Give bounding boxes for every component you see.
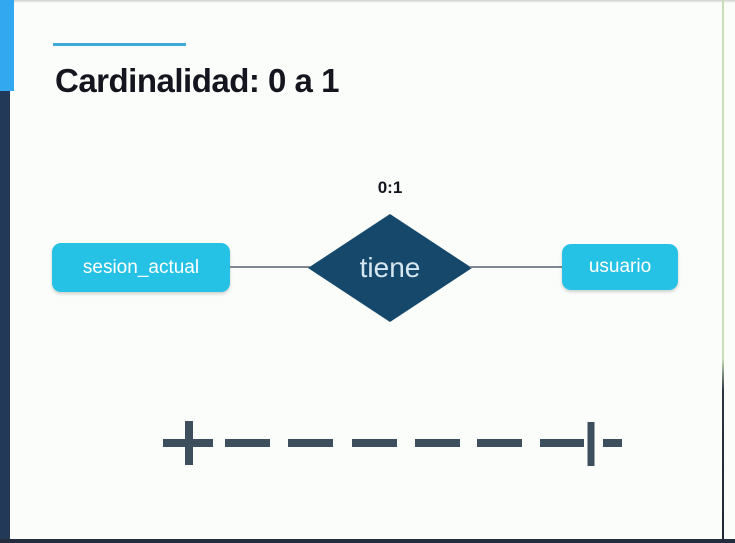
entity-sesion-actual: sesion_actual: [52, 243, 230, 292]
relationship-diamond: [308, 214, 472, 322]
right-edge-line: [722, 0, 724, 543]
entity-usuario: usuario: [562, 244, 678, 290]
connector-right: [470, 266, 564, 268]
slide-title: Cardinalidad: 0 a 1: [55, 62, 339, 99]
cardinality-label: 0:1: [377, 178, 403, 197]
entity-sesion-actual-label: sesion_actual: [82, 256, 200, 278]
optional-one-notation: [163, 421, 622, 466]
left-accent-bar-navy: [0, 91, 10, 543]
title-underline: [53, 43, 186, 46]
top-edge-line: [0, 0, 735, 3]
entity-usuario-label: usuario: [588, 256, 652, 277]
left-accent-bar-blue: [0, 0, 14, 91]
diamond-shape: [308, 214, 472, 322]
bottom-edge-line: [0, 539, 735, 543]
connector-left: [230, 266, 310, 268]
